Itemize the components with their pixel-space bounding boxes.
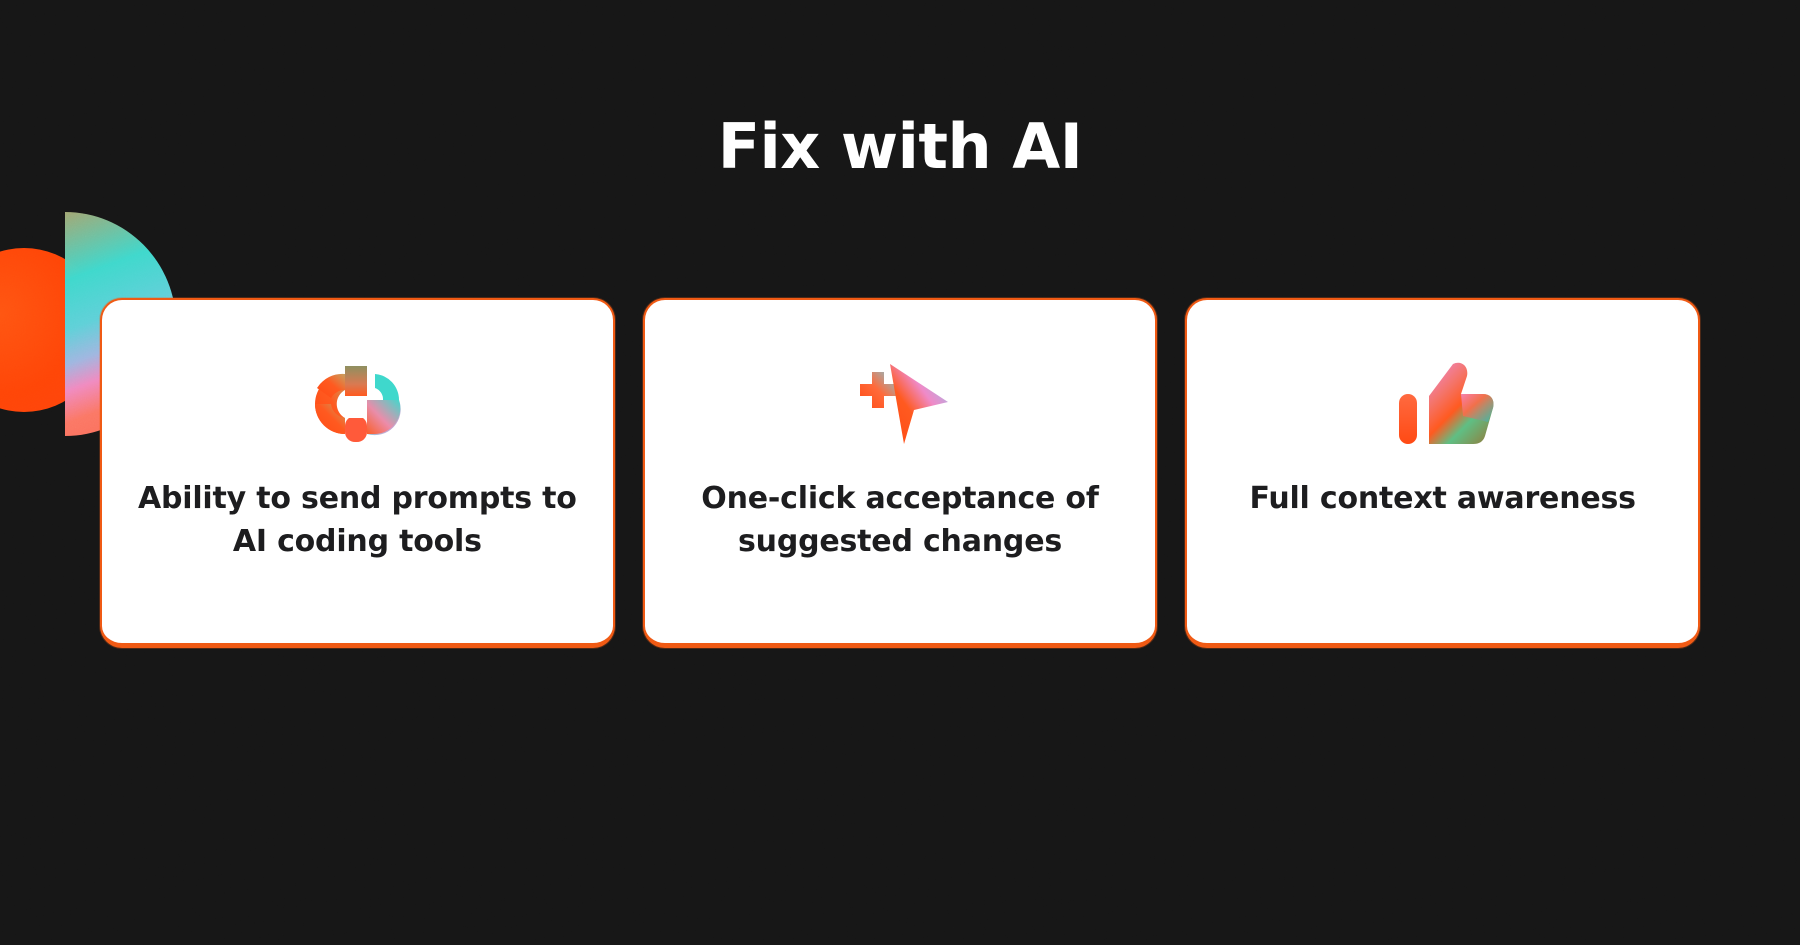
feature-card-label: Ability to send prompts to AI coding too… <box>137 481 577 559</box>
feature-card-list: Ability to send prompts to AI coding too… <box>100 298 1701 648</box>
orange-circle-icon <box>0 248 106 412</box>
page-title: Fix with AI <box>717 110 1083 183</box>
thumbs-up-icon <box>1389 356 1497 452</box>
cursor-plus-icon <box>846 356 954 452</box>
feature-card-full-context[interactable]: Full context awareness <box>1185 298 1701 648</box>
feature-card-label: Full context awareness <box>1249 481 1637 516</box>
feature-card-label: One-click acceptance of suggested change… <box>701 481 1099 559</box>
code-merge-brain-icon <box>303 356 411 452</box>
feature-card-one-click-acceptance[interactable]: One-click acceptance of suggested change… <box>642 298 1158 648</box>
feature-card-send-prompts[interactable]: Ability to send prompts to AI coding too… <box>100 298 615 648</box>
